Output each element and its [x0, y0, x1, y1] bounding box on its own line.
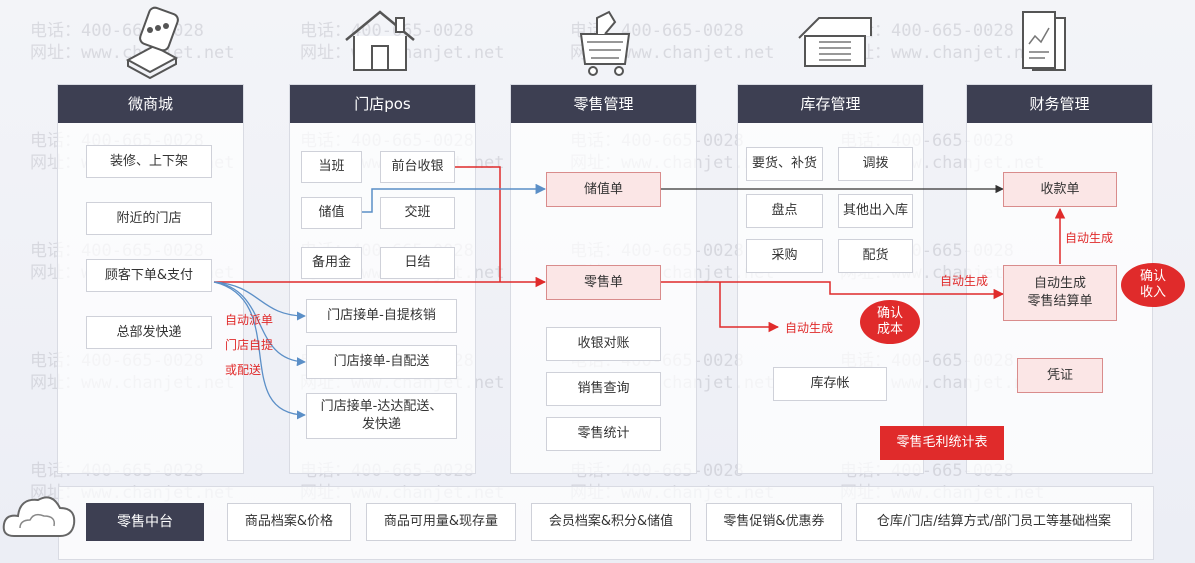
daily-close-item[interactable]: 日结 — [380, 247, 455, 279]
order-dada-line2: 发快递 — [361, 417, 401, 432]
store-value-doc[interactable]: 储值单 — [546, 172, 661, 207]
chat-phone-icon — [125, 6, 179, 80]
connector-dispatch-pickup — [213, 281, 306, 321]
confirm-income-bubble: 确认 收入 — [1121, 263, 1185, 307]
connector-dispatch-delivery — [213, 281, 306, 367]
column-title-inventory: 库存管理 — [738, 85, 923, 123]
settlement-line1: 自动生成 — [1033, 276, 1086, 291]
other-io-item[interactable]: 其他出入库 — [838, 194, 913, 228]
auto-gen-finance-label: 自动生成 — [940, 274, 989, 288]
order-pickup-item[interactable]: 门店接单-自提核销 — [306, 299, 457, 333]
column-title-pos: 门店pos — [290, 85, 475, 123]
customer-order-pay-item[interactable]: 顾客下单&支付 — [86, 259, 212, 292]
platform-item-promotion[interactable]: 零售促销&优惠券 — [706, 503, 842, 541]
confirm-income-line2: 收入 — [1139, 285, 1166, 300]
auto-gen-receipt-label: 自动生成 — [1065, 231, 1114, 245]
transfer-item[interactable]: 调拨 — [838, 147, 913, 181]
confirm-cost-line2: 成本 — [876, 322, 903, 337]
or-delivery-label: 或配送 — [225, 363, 262, 377]
retail-stats-item[interactable]: 零售统计 — [546, 417, 661, 451]
connector-checkout-to-retail — [455, 166, 501, 282]
connector-retail-to-cost — [719, 282, 780, 333]
retail-doc[interactable]: 零售单 — [546, 265, 661, 300]
petty-cash-item[interactable]: 备用金 — [301, 247, 362, 279]
shopping-cart-icon — [579, 10, 631, 76]
order-dada-item[interactable]: 门店接单-达达配送、 发快递 — [306, 393, 457, 439]
stocktake-item[interactable]: 盘点 — [746, 194, 823, 228]
request-replenish-item[interactable]: 要货、补货 — [746, 147, 823, 181]
platform-item-member[interactable]: 会员档案&积分&储值 — [531, 503, 691, 541]
cloud-icon — [2, 496, 76, 537]
sales-query-item[interactable]: 销售查询 — [546, 372, 661, 406]
connector-dispatch-dada — [213, 281, 306, 420]
column-title-weishangcheng: 微商城 — [58, 85, 243, 123]
distribution-item[interactable]: 配货 — [838, 239, 913, 273]
column-title-retail: 零售管理 — [511, 85, 696, 123]
gross-profit-report-button[interactable]: 零售毛利统计表 — [880, 426, 1004, 460]
inventory-ledger-item[interactable]: 库存帐 — [773, 367, 887, 401]
handover-item[interactable]: 交班 — [380, 197, 455, 229]
order-dada-line1: 门店接单-达达配送、 — [320, 399, 443, 414]
platform-item-stock[interactable]: 商品可用量&现存量 — [366, 503, 516, 541]
platform-item-basic-archives[interactable]: 仓库/门店/结算方式/部门员工等基础档案 — [856, 503, 1132, 541]
connector-retail-to-settlement — [661, 281, 1005, 300]
column-title-finance: 财务管理 — [967, 85, 1152, 123]
warehouse-icon — [798, 17, 872, 67]
middle-platform-title: 零售中台 — [86, 503, 204, 541]
confirm-cost-line1: 确认 — [876, 306, 903, 321]
platform-item-product-price[interactable]: 商品档案&价格 — [227, 503, 351, 541]
shift-item[interactable]: 当班 — [301, 151, 362, 183]
auto-dispatch-label: 自动派单 — [225, 313, 274, 327]
checkout-item[interactable]: 前台收银 — [380, 151, 455, 183]
store-value-item[interactable]: 储值 — [301, 197, 362, 229]
confirm-cost-bubble: 确认 成本 — [860, 300, 920, 344]
retail-settlement-doc[interactable]: 自动生成 零售结算单 — [1003, 265, 1117, 321]
receipt-doc[interactable]: 收款单 — [1003, 172, 1117, 207]
cash-reconcile-item[interactable]: 收银对账 — [546, 327, 661, 361]
auto-gen-cost-label: 自动生成 — [785, 321, 834, 335]
connector-storevalue-to-doc — [362, 183, 547, 213]
order-self-delivery-item[interactable]: 门店接单-自配送 — [306, 345, 457, 379]
house-icon — [345, 10, 415, 71]
voucher-doc[interactable]: 凭证 — [1017, 358, 1103, 393]
decorate-listing-item[interactable]: 装修、上下架 — [86, 145, 212, 178]
hq-express-item[interactable]: 总部发快递 — [86, 316, 212, 349]
settlement-line2: 零售结算单 — [1027, 294, 1093, 309]
nearby-stores-item[interactable]: 附近的门店 — [86, 202, 212, 235]
store-pickup-label: 门店自提 — [225, 338, 274, 352]
financial-report-icon — [1022, 11, 1066, 71]
purchase-item[interactable]: 采购 — [746, 239, 823, 273]
confirm-income-line1: 确认 — [1139, 269, 1166, 284]
